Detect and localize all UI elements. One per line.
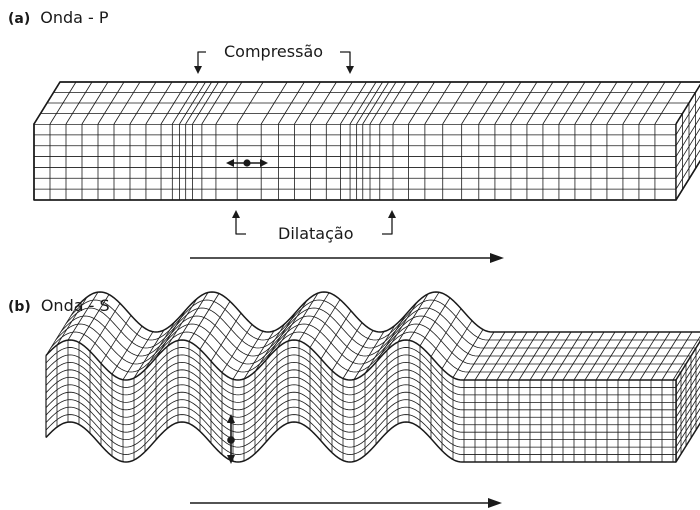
- propagation-arrow-b: [190, 498, 502, 508]
- propagation-arrow-a: [190, 253, 504, 263]
- dilation-arrows: [232, 210, 396, 235]
- compression-arrows: [194, 51, 354, 74]
- p-particle-arrow: [226, 159, 268, 167]
- s-particle-arrow: [227, 414, 235, 464]
- panel-a-heading: (a) Onda - P: [8, 8, 109, 27]
- panel-a-title: Onda - P: [40, 8, 109, 27]
- s-wave-block: [45, 291, 700, 463]
- panel-b-heading: (b) Onda - S: [8, 296, 110, 315]
- particle-dot: [227, 436, 235, 444]
- p-wave-block: [33, 81, 700, 201]
- panel-a-tag: (a): [8, 11, 31, 27]
- dilation-label: Dilatação: [278, 224, 354, 243]
- panel-b-tag: (b): [8, 299, 31, 315]
- panel-b-title: Onda - S: [40, 296, 110, 315]
- particle-dot: [243, 159, 251, 167]
- compression-label: Compressão: [224, 42, 324, 61]
